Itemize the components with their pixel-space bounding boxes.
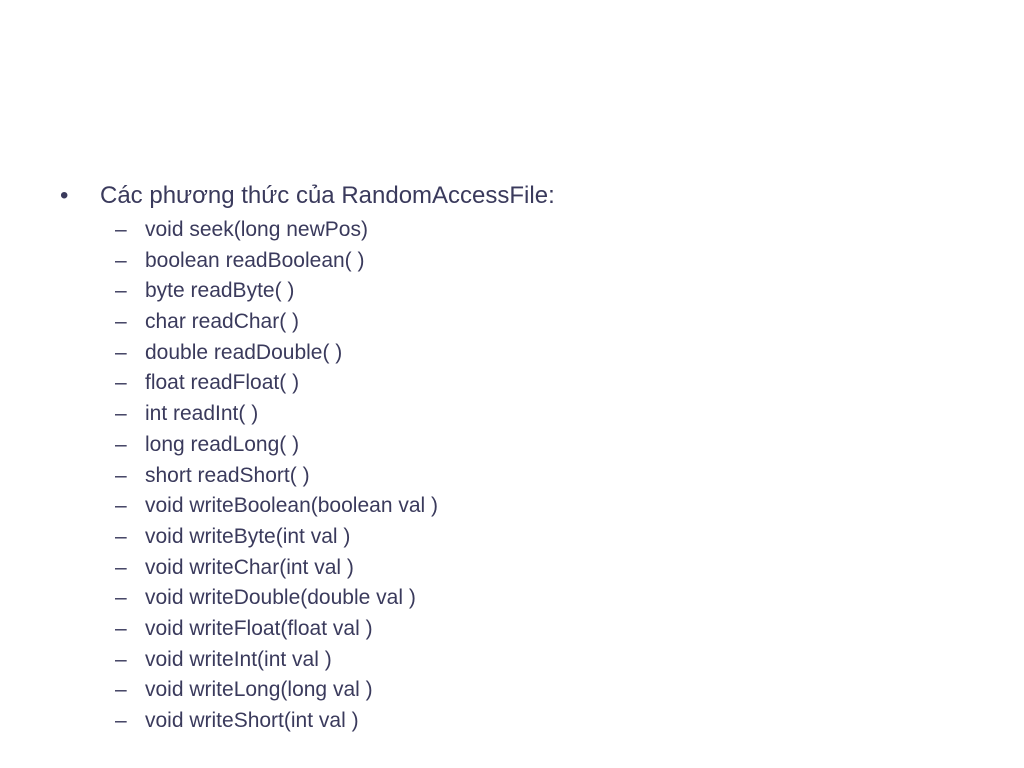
dash-icon: – — [115, 647, 127, 671]
method-list: –void seek(long newPos)–boolean readBool… — [0, 216, 1024, 738]
dash-icon: – — [115, 248, 127, 272]
method-item: –void writeBoolean(boolean val ) — [0, 492, 1024, 523]
method-item: –short readShort( ) — [0, 462, 1024, 493]
dash-icon: – — [115, 709, 127, 732]
dash-icon: – — [115, 402, 127, 426]
dash-icon: – — [115, 555, 127, 579]
method-item: –boolean readBoolean( ) — [0, 247, 1024, 278]
method-signature: char readChar( ) — [145, 310, 300, 334]
method-item: –long readLong( ) — [0, 431, 1024, 462]
method-signature: void writeChar(int val ) — [145, 555, 354, 579]
method-item: –void writeShort(int val ) — [0, 707, 1024, 738]
method-item: –void writeDouble(double val ) — [0, 584, 1024, 615]
dash-icon: – — [115, 616, 127, 640]
method-item: –void writeFloat(float val ) — [0, 615, 1024, 646]
method-signature: double readDouble( ) — [145, 340, 343, 364]
bullet-heading: Các phương thức của RandomAccessFile: — [100, 182, 555, 209]
method-signature: void seek(long newPos) — [145, 218, 368, 241]
dash-icon: – — [115, 586, 127, 610]
method-signature: long readLong( ) — [145, 432, 300, 456]
method-item: –void seek(long newPos) — [0, 216, 1024, 247]
method-signature: void writeInt(int val ) — [145, 647, 332, 671]
dash-icon: – — [115, 279, 127, 303]
dash-icon: – — [115, 463, 127, 487]
dash-icon: – — [115, 432, 127, 456]
method-signature: short readShort( ) — [145, 463, 310, 487]
dash-icon: – — [115, 218, 127, 241]
method-item: –void writeInt(int val ) — [0, 646, 1024, 677]
method-item: –char readChar( ) — [0, 308, 1024, 339]
method-signature: void writeFloat(float val ) — [145, 616, 373, 640]
dash-icon: – — [115, 340, 127, 364]
dash-icon: – — [115, 371, 127, 395]
method-item: –void writeByte(int val ) — [0, 523, 1024, 554]
method-signature: void writeDouble(double val ) — [145, 586, 416, 610]
method-signature: void writeLong(long val ) — [145, 678, 373, 702]
bullet-icon: • — [60, 182, 69, 209]
method-signature: void writeByte(int val ) — [145, 524, 351, 548]
slide-content: • Các phương thức của RandomAccessFile: … — [0, 176, 1024, 738]
method-signature: void writeBoolean(boolean val ) — [145, 494, 439, 518]
method-item: –byte readByte( ) — [0, 277, 1024, 308]
method-signature: float readFloat( ) — [145, 371, 300, 395]
dash-icon: – — [115, 494, 127, 518]
method-signature: boolean readBoolean( ) — [145, 248, 365, 272]
method-item: –void writeLong(long val ) — [0, 676, 1024, 707]
method-item: –double readDouble( ) — [0, 339, 1024, 370]
method-item: –void writeChar(int val ) — [0, 554, 1024, 585]
dash-icon: – — [115, 310, 127, 334]
method-signature: byte readByte( ) — [145, 279, 295, 303]
bullet-item: • Các phương thức của RandomAccessFile: — [0, 176, 1024, 216]
dash-icon: – — [115, 678, 127, 702]
method-item: –int readInt( ) — [0, 400, 1024, 431]
dash-icon: – — [115, 524, 127, 548]
method-item: –float readFloat( ) — [0, 369, 1024, 400]
method-signature: void writeShort(int val ) — [145, 709, 359, 732]
method-signature: int readInt( ) — [145, 402, 259, 426]
